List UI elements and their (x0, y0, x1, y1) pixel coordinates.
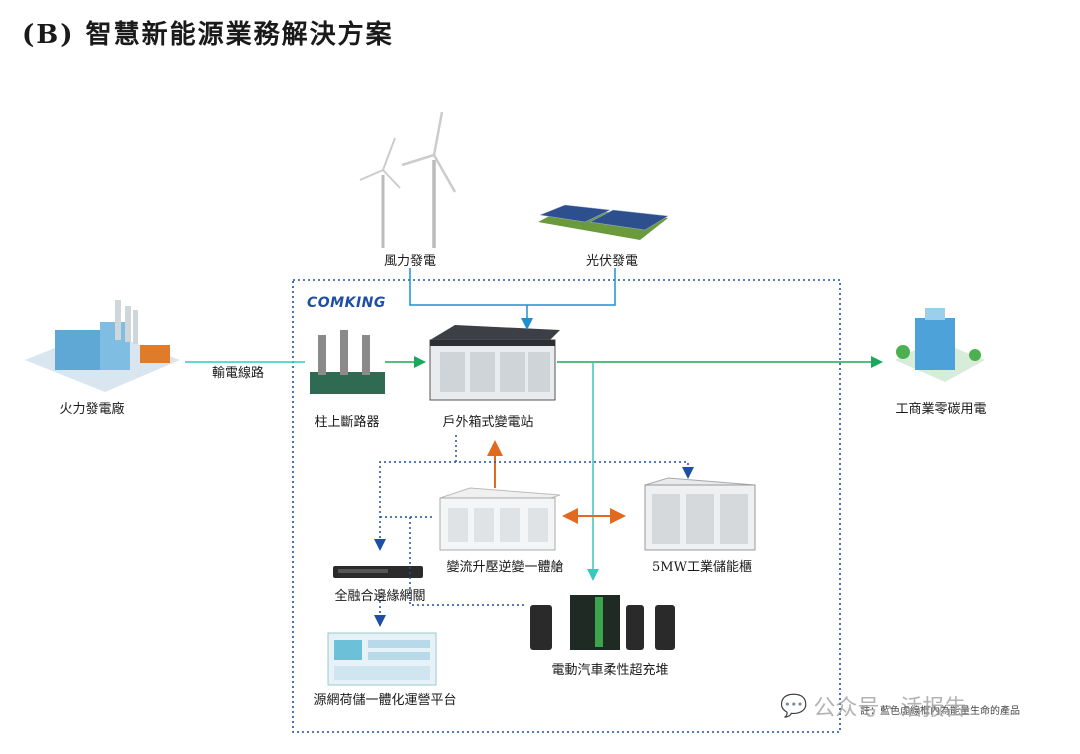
label-breaker: 柱上斷路器 (314, 415, 380, 430)
watermark: 💬 公众号 · 活报告 (780, 690, 966, 722)
breaker-icon (310, 330, 385, 394)
communication-lines (374, 435, 694, 627)
watermark-text: 公众号 · 活报告 (813, 696, 967, 721)
label-solar: 光伏發電 (585, 254, 639, 269)
company-boundary (292, 279, 841, 733)
label-gateway: 全融合邊緣網關 (334, 589, 426, 604)
label-thermal: 火力發電廠 (59, 402, 125, 417)
chat-bubble-icon: 💬 (780, 693, 808, 719)
label-commercial: 工商業零碳用電 (895, 402, 987, 417)
operations-platform-icon (327, 632, 437, 686)
storage-cabinet-icon (644, 477, 756, 551)
footnote: 註：藍色虛線框內為能量生命的產品 (860, 706, 1020, 717)
renewable-feed-line (409, 268, 616, 330)
converter-cabin-icon (439, 487, 561, 551)
brand-logo: COMKING (307, 295, 386, 311)
label-converter: 變流升壓逆變一體艙 (446, 560, 564, 575)
label-wind: 風力發電 (383, 254, 437, 269)
substation-icon (429, 325, 560, 401)
wind-turbine-icon (359, 111, 457, 248)
page-title: (B) 智慧新能源業務解決方案 (22, 20, 394, 50)
label-transmission: 輸電線路 (211, 366, 265, 381)
label-charger: 電動汽車柔性超充堆 (551, 663, 669, 678)
solar-panel-icon (538, 204, 669, 240)
label-substation: 戶外箱式變電站 (442, 415, 534, 430)
edge-gateway-icon (333, 566, 423, 578)
ev-charger-icon (530, 595, 675, 650)
label-platform: 源網荷儲一體化運營平台 (313, 693, 457, 708)
label-storage: 5MW工業儲能櫃 (652, 560, 752, 575)
commercial-building-icon (895, 308, 985, 382)
thermal-plant-icon (25, 300, 180, 392)
